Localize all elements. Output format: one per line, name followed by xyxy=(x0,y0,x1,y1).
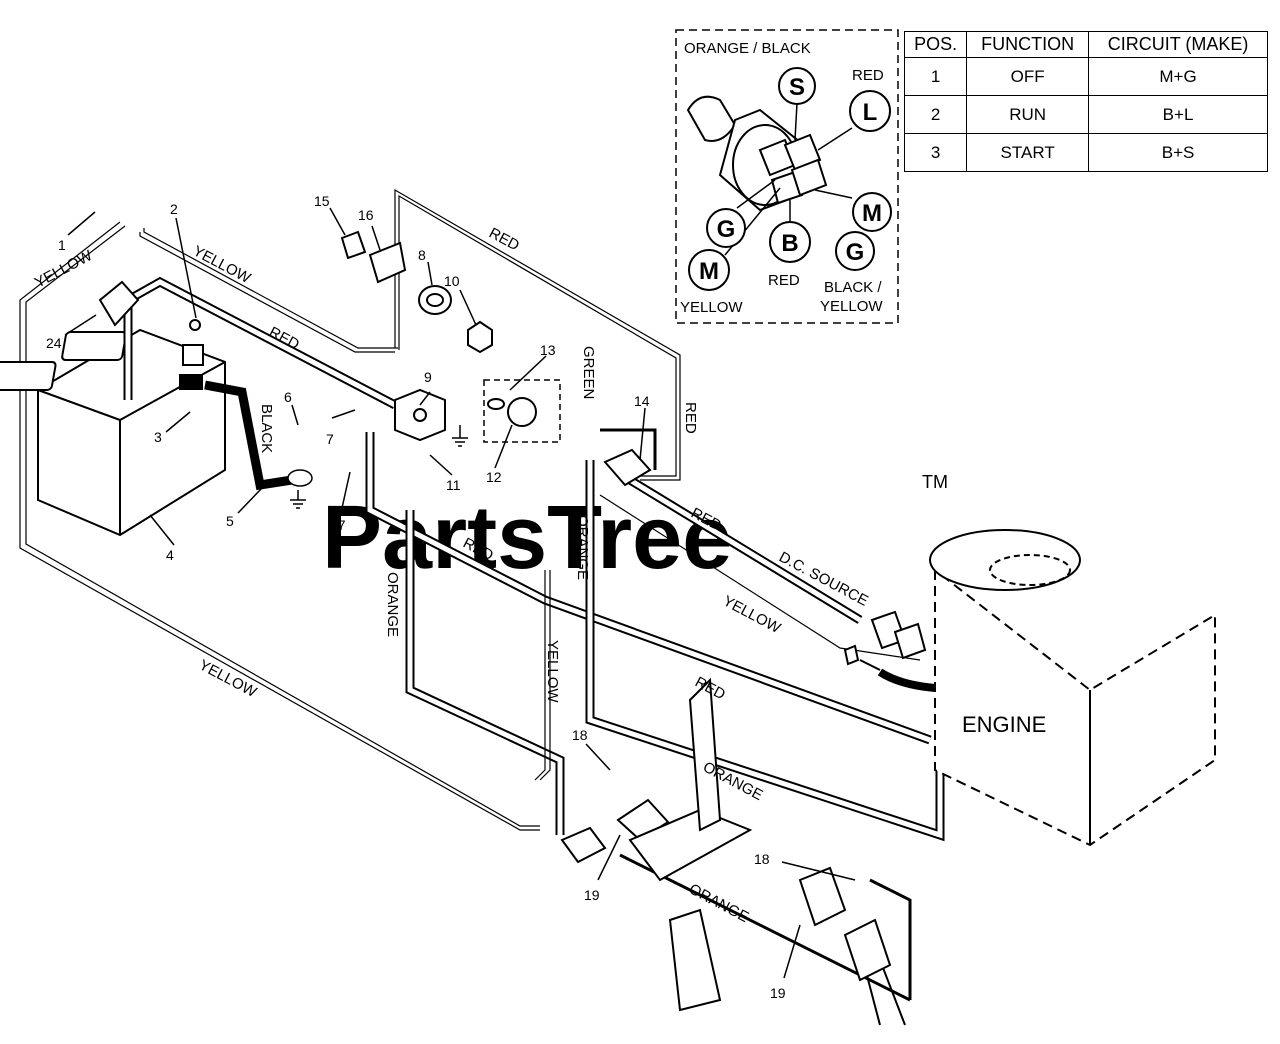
callout-7: 7 xyxy=(326,431,334,447)
callout-5: 5 xyxy=(226,513,234,529)
wire-label-yellow: YELLOW xyxy=(32,247,96,292)
terminal-l: L xyxy=(863,99,878,126)
callout-6: 6 xyxy=(284,389,292,405)
callout-10: 10 xyxy=(444,273,460,289)
cell-function: START xyxy=(966,133,1090,172)
callout-24: 24 xyxy=(46,335,62,351)
callout-9: 9 xyxy=(424,369,432,385)
connector-14 xyxy=(603,448,652,487)
table-header-row: POS. FUNCTION CIRCUIT (MAKE) xyxy=(903,31,1268,58)
table-row: 3 START B+S xyxy=(903,133,1268,172)
inset-red-bottom: RED xyxy=(768,272,800,289)
engine xyxy=(929,529,1216,847)
cell-circuit: B+S xyxy=(1088,133,1268,172)
terminal-s-icon xyxy=(778,67,816,105)
callout-2: 2 xyxy=(170,201,178,217)
brake-switch xyxy=(668,866,892,1012)
cell-circuit: B+L xyxy=(1088,95,1268,134)
terminal-g2: G xyxy=(846,239,865,266)
callout-14: 14 xyxy=(634,393,650,409)
switch-inset-box xyxy=(675,29,899,324)
cell-pos: 2 xyxy=(903,95,968,134)
inset-black-yellow: YELLOW xyxy=(820,298,883,315)
terminal-l-icon xyxy=(849,90,891,132)
engine-label: ENGINE xyxy=(962,712,1046,737)
terminal-s: S xyxy=(789,74,805,101)
callout-15: 15 xyxy=(314,193,330,209)
function-table-wrap: POS. FUNCTION CIRCUIT (MAKE) 1 OFF M+G 2… xyxy=(903,31,1268,172)
yellow-wire-loop xyxy=(19,221,540,831)
terminal-g-icon xyxy=(706,208,746,248)
terminal-b-icon xyxy=(769,221,811,263)
table-row: 2 RUN B+L xyxy=(903,95,1268,134)
terminal-g2-icon xyxy=(835,231,875,271)
callout-18: 18 xyxy=(572,727,588,743)
parts-small xyxy=(98,230,493,366)
inset-black-yellow: BLACK / xyxy=(824,279,882,296)
terminal-m2: M xyxy=(699,258,719,285)
wire-label-orange: ORANGE xyxy=(574,515,591,580)
cell-function: OFF xyxy=(966,57,1090,96)
wire-harness-right xyxy=(405,428,945,1026)
terminal-m-icon xyxy=(852,192,892,232)
ignition-switch-small xyxy=(487,397,537,427)
inset-title: ORANGE / BLACK xyxy=(684,40,811,57)
wire-label-green: GREEN xyxy=(580,346,597,399)
inset-red-top: RED xyxy=(852,67,884,84)
engine-connector xyxy=(843,610,936,692)
switch-inset-labels: ORANGE / BLACK RED RED YELLOW BLACK / YE… xyxy=(680,40,884,316)
solenoid xyxy=(394,388,446,442)
callout-4: 4 xyxy=(166,547,174,563)
callout-12: 12 xyxy=(486,469,502,485)
cell-pos: 1 xyxy=(903,57,968,96)
watermark-trademark: TM xyxy=(922,472,948,492)
battery xyxy=(0,328,226,537)
callout-19: 19 xyxy=(584,887,600,903)
callout-18: 18 xyxy=(754,851,770,867)
function-table: POS. FUNCTION CIRCUIT (MAKE) 1 OFF M+G 2… xyxy=(903,31,1268,172)
callout-19: 19 xyxy=(770,985,786,1001)
wire-label-yellow: YELLOW xyxy=(196,657,260,702)
seat-switch xyxy=(560,677,753,882)
header-circuit: CIRCUIT (MAKE) xyxy=(1088,31,1268,58)
callout-1: 1 xyxy=(58,237,66,253)
inset-terminals xyxy=(688,67,892,291)
header-pos: POS. xyxy=(903,31,968,58)
callout-11: 11 xyxy=(446,477,461,493)
wire-label-yellow: YELLOW xyxy=(544,640,561,703)
header-function: FUNCTION xyxy=(966,31,1090,58)
table-row: 1 OFF M+G xyxy=(903,57,1268,96)
wire-label-red: RED xyxy=(682,402,699,434)
callouts: 1 2 3 4 5 6 7 8 10 9 11 12 13 14 15 16 1… xyxy=(46,193,786,1001)
wire-label-yellow: YELLOW xyxy=(720,593,784,638)
callout-3: 3 xyxy=(154,429,162,445)
callout-8: 8 xyxy=(418,247,426,263)
callout-leaders xyxy=(64,207,856,979)
callout-16: 16 xyxy=(358,207,374,223)
key-switch xyxy=(686,95,828,212)
cell-pos: 3 xyxy=(903,133,968,172)
wire-label-black: BLACK xyxy=(258,404,275,453)
cell-function: RUN xyxy=(966,95,1090,134)
cell-circuit: M+G xyxy=(1088,57,1268,96)
terminal-b: B xyxy=(781,230,798,257)
inset-terminal-letters: S L G B M G M xyxy=(699,74,882,285)
inset-yellow: YELLOW xyxy=(680,299,743,316)
callout-13: 13 xyxy=(540,342,556,358)
red-wire-loop xyxy=(394,188,681,481)
battery-cables xyxy=(123,276,932,745)
wire-label-orange: ORANGE xyxy=(384,572,401,637)
callout-27: 27 xyxy=(330,517,346,533)
terminal-g: G xyxy=(717,216,736,243)
terminal-m: M xyxy=(862,200,882,227)
ground-symbols xyxy=(287,425,468,509)
terminal-m2-icon xyxy=(688,249,730,291)
ignition-switch-box xyxy=(483,379,561,443)
